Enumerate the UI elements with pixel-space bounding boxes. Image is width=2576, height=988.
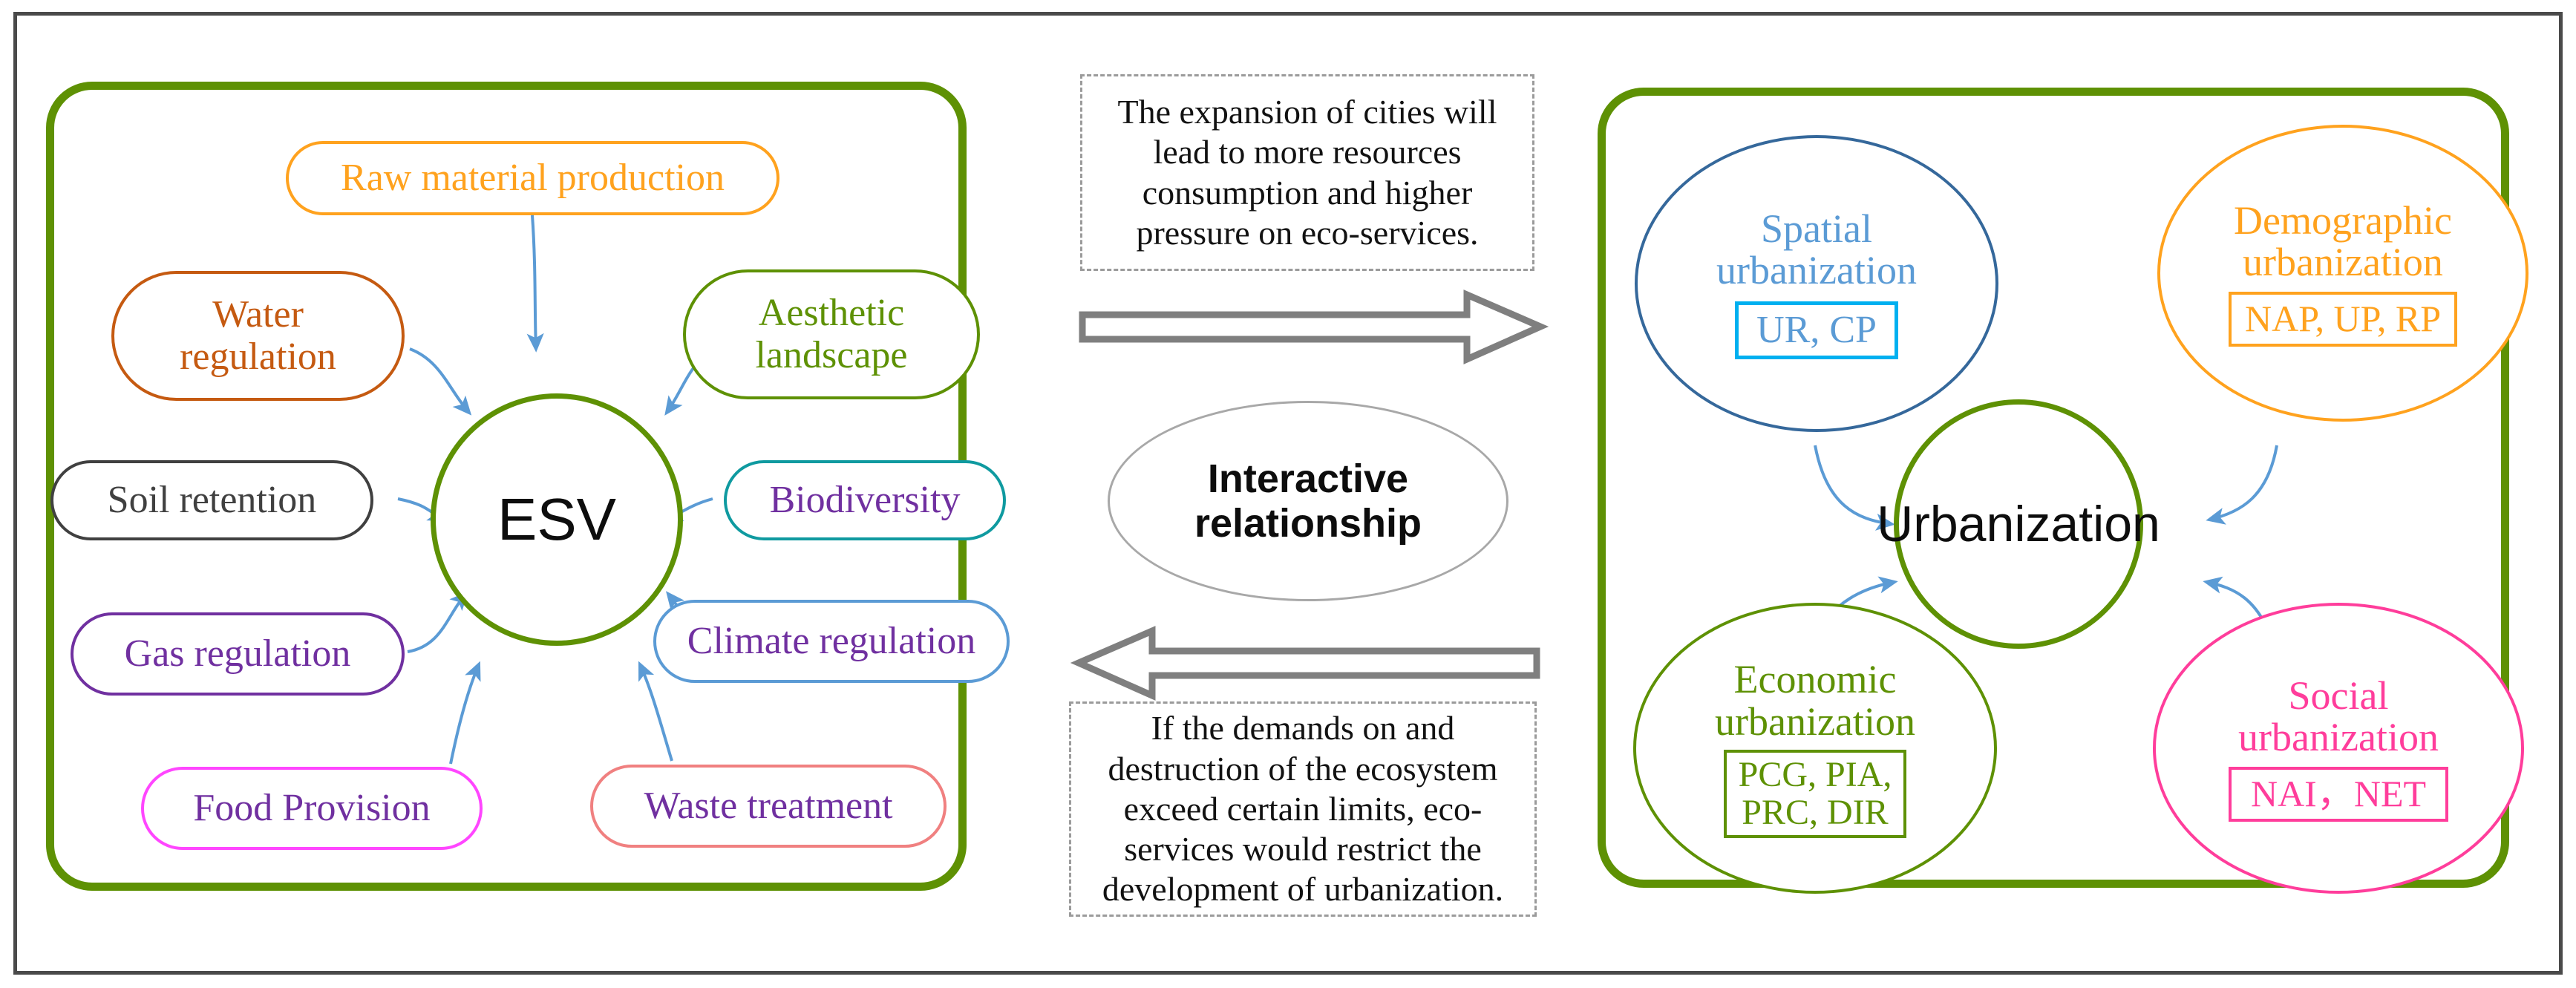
esv-node-waste-treatment[interactable]: Waste treatment [590,765,947,848]
interactive-relationship-label: Interactive relationship [1194,456,1422,546]
esv-node-water-regulation[interactable]: Water regulation [111,271,405,401]
node-label: Raw material production [341,156,725,199]
esv-node-raw-material-production[interactable]: Raw material production [286,141,779,215]
node-indicator-box: NAP, UP, RP [2228,292,2457,347]
esv-node-food-provision[interactable]: Food Provision [141,767,483,850]
urbanization-node-demographic[interactable]: Demographic urbanization NAP, UP, RP [2157,125,2528,422]
node-indicator-box: PCG, PIA, PRC, DIR [1723,749,1907,838]
bottom-note-text: If the demands on and destruction of the… [1102,709,1504,909]
node-indicator-box: UR, CP [1735,301,1898,359]
bottom-note-box: If the demands on and destruction of the… [1069,701,1537,917]
urbanization-node-social[interactable]: Social urbanization NAI，NET [2153,603,2524,894]
node-label: Water regulation [180,293,336,378]
esv-core-circle: ESV [431,393,683,646]
top-note-box: The expansion of cities will lead to mor… [1080,74,1534,271]
urbanization-core-circle: Urbanization [1877,399,2160,649]
esv-node-aesthetic-landscape[interactable]: Aesthetic landscape [683,269,980,399]
node-label: Climate regulation [687,619,976,662]
urbanization-panel [1598,88,2509,888]
node-title: Economic urbanization [1715,657,1915,744]
esv-node-biodiversity[interactable]: Biodiversity [724,460,1006,540]
esv-node-soil-retention[interactable]: Soil retention [50,460,373,540]
node-title: Social urbanization [2238,673,2439,760]
node-label: Waste treatment [644,784,893,827]
node-label: Soil retention [107,478,317,521]
urbanization-node-economic[interactable]: Economic urbanization PCG, PIA, PRC, DIR [1633,603,1997,894]
urbanization-core-label: Urbanization [1877,496,2160,552]
top-note-text: The expansion of cities will lead to mor… [1117,92,1497,252]
esv-node-climate-regulation[interactable]: Climate regulation [653,600,1010,683]
node-label: Biodiversity [769,478,961,521]
node-label: Aesthetic landscape [755,292,908,376]
urbanization-node-spatial[interactable]: Spatial urbanization UR, CP [1635,135,1998,432]
node-title: Spatial urbanization [1716,206,1917,293]
node-label: Gas regulation [124,632,351,675]
esv-core-label: ESV [497,486,617,552]
node-indicator-box: NAI，NET [2228,767,2449,822]
interactive-relationship-ellipse: Interactive relationship [1108,401,1508,601]
node-title: Demographic urbanization [2234,198,2452,285]
node-label: Food Provision [193,786,431,829]
esv-node-gas-regulation[interactable]: Gas regulation [71,612,405,696]
